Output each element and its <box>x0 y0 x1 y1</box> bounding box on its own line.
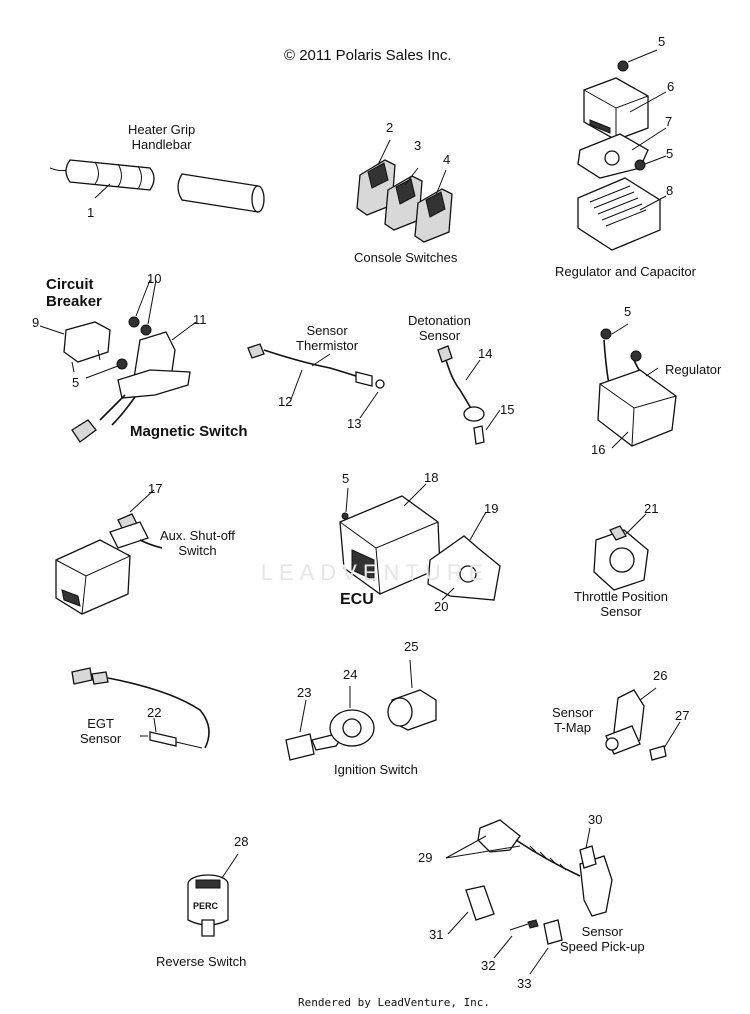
perc-text: PERC <box>193 901 219 911</box>
callout: 6 <box>667 79 675 94</box>
callout: 25 <box>404 639 419 654</box>
label-heater-grip: Heater Grip Handlebar <box>128 122 196 152</box>
label-regulator-capacitor: Regulator and Capacitor <box>555 264 696 279</box>
callout: 27 <box>675 708 690 723</box>
callout: 5 <box>658 34 666 49</box>
label-aux-shutoff: Aux. Shut-off Switch <box>160 528 235 558</box>
callout: 33 <box>517 976 532 991</box>
watermark-text: LEADVENTURE <box>261 560 490 585</box>
label-tps: Throttle Position Sensor <box>574 589 668 619</box>
sensor-tmap-part <box>605 687 681 761</box>
reverse-switch-part <box>187 853 239 937</box>
callout: 29 <box>418 850 433 865</box>
callout: 16 <box>591 442 606 457</box>
label-magnetic-switch: Magnetic Switch <box>130 423 248 440</box>
callout: 15 <box>500 402 515 417</box>
aux-shutoff-part <box>55 489 163 615</box>
callout: 28 <box>234 834 249 849</box>
label-sensor-tmap: Sensor T-Map <box>552 705 594 735</box>
callout: 21 <box>644 501 659 516</box>
ecu-part <box>339 483 501 601</box>
callout: 26 <box>653 668 668 683</box>
callout: 22 <box>147 705 162 720</box>
callout: 19 <box>484 501 499 516</box>
callout: 20 <box>434 599 449 614</box>
callout: 14 <box>478 346 493 361</box>
ignition-switch-part <box>285 659 437 761</box>
label-egt-sensor: EGT Sensor <box>80 716 122 746</box>
console-switches-part <box>356 139 453 243</box>
callout: 7 <box>665 114 673 129</box>
callout: 31 <box>429 927 444 942</box>
label-reverse-switch: Reverse Switch <box>156 954 247 969</box>
regulator-part <box>597 323 677 449</box>
callout: 24 <box>343 667 358 682</box>
callout: 23 <box>297 685 312 700</box>
label-ecu: ECU <box>340 591 374 608</box>
heater-grip-part <box>49 159 265 213</box>
magnetic-switch-part <box>39 279 197 443</box>
callout: 32 <box>481 958 496 973</box>
callout: 9 <box>32 315 40 330</box>
label-sensor-thermistor: Sensor Thermistor <box>296 323 359 353</box>
callout: 13 <box>347 416 362 431</box>
callout: 11 <box>193 312 207 327</box>
label-regulator: Regulator <box>665 362 722 377</box>
callout: 10 <box>147 271 162 286</box>
callout: 1 <box>87 205 95 220</box>
callout: 5 <box>624 304 632 319</box>
detonation-sensor-part <box>437 345 501 445</box>
tps-part <box>593 513 649 591</box>
callout: 8 <box>666 183 674 198</box>
regulator-capacitor-part <box>577 49 667 251</box>
copyright-text: © 2011 Polaris Sales Inc. <box>284 47 452 64</box>
callout: 18 <box>424 470 439 485</box>
callout: 30 <box>588 812 603 827</box>
footer-text: Rendered by LeadVenture, Inc. <box>298 996 491 1009</box>
callout: 17 <box>148 481 163 496</box>
label-ignition-switch: Ignition Switch <box>334 762 418 777</box>
callout: 5 <box>666 146 674 161</box>
callout: 12 <box>278 394 293 409</box>
label-console-switches: Console Switches <box>354 250 458 265</box>
label-speed-pickup: Sensor Speed Pick-up <box>560 924 645 954</box>
label-circuit-breaker: Circuit Breaker <box>46 276 102 310</box>
callout: 4 <box>443 152 451 167</box>
callout: 3 <box>414 138 422 153</box>
callout: 5 <box>72 375 80 390</box>
callout: 2 <box>386 120 394 135</box>
label-detonation-sensor: Detonation Sensor <box>408 313 471 343</box>
sensor-thermistor-part <box>247 343 385 419</box>
speed-pickup-part <box>445 819 613 975</box>
egt-sensor-part <box>71 667 210 749</box>
callout: 5 <box>342 471 350 486</box>
